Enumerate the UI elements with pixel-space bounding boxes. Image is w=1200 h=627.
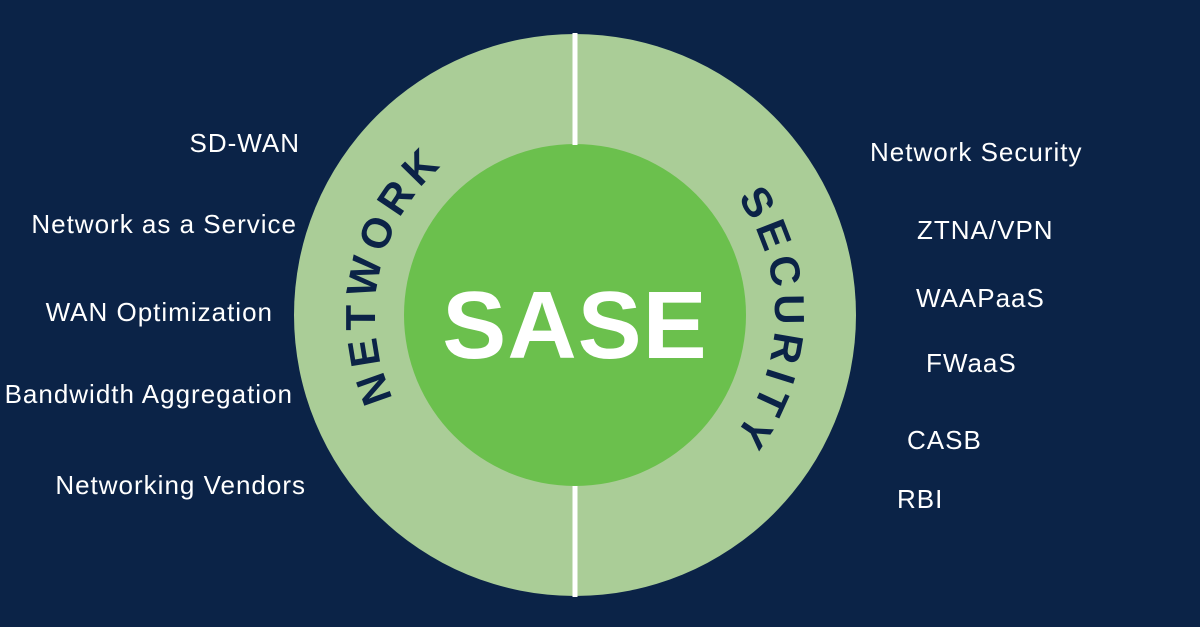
network-item-bandwidth-aggregation: Bandwidth Aggregation bbox=[5, 379, 293, 409]
security-item-rbi: RBI bbox=[897, 484, 943, 514]
security-item-waapaas: WAAPaaS bbox=[916, 283, 1045, 313]
network-item-wan-optimization: WAN Optimization bbox=[46, 297, 273, 327]
network-item-sd-wan: SD-WAN bbox=[190, 128, 300, 158]
network-item-network-as-a-service: Network as a Service bbox=[31, 209, 297, 239]
center-label-sase: SASE bbox=[442, 272, 707, 379]
security-item-network-security: Network Security bbox=[870, 137, 1083, 167]
inner-core-circle bbox=[404, 144, 746, 486]
security-item-fwaas: FWaaS bbox=[926, 348, 1017, 378]
security-items-group: Network Security ZTNA/VPN WAAPaaS FWaaS … bbox=[870, 137, 1083, 514]
security-item-casb: CASB bbox=[907, 425, 982, 455]
network-item-networking-vendors: Networking Vendors bbox=[55, 470, 306, 500]
network-items-group: SD-WAN Network as a Service WAN Optimiza… bbox=[5, 128, 306, 500]
security-item-ztna-vpn: ZTNA/VPN bbox=[917, 215, 1054, 245]
